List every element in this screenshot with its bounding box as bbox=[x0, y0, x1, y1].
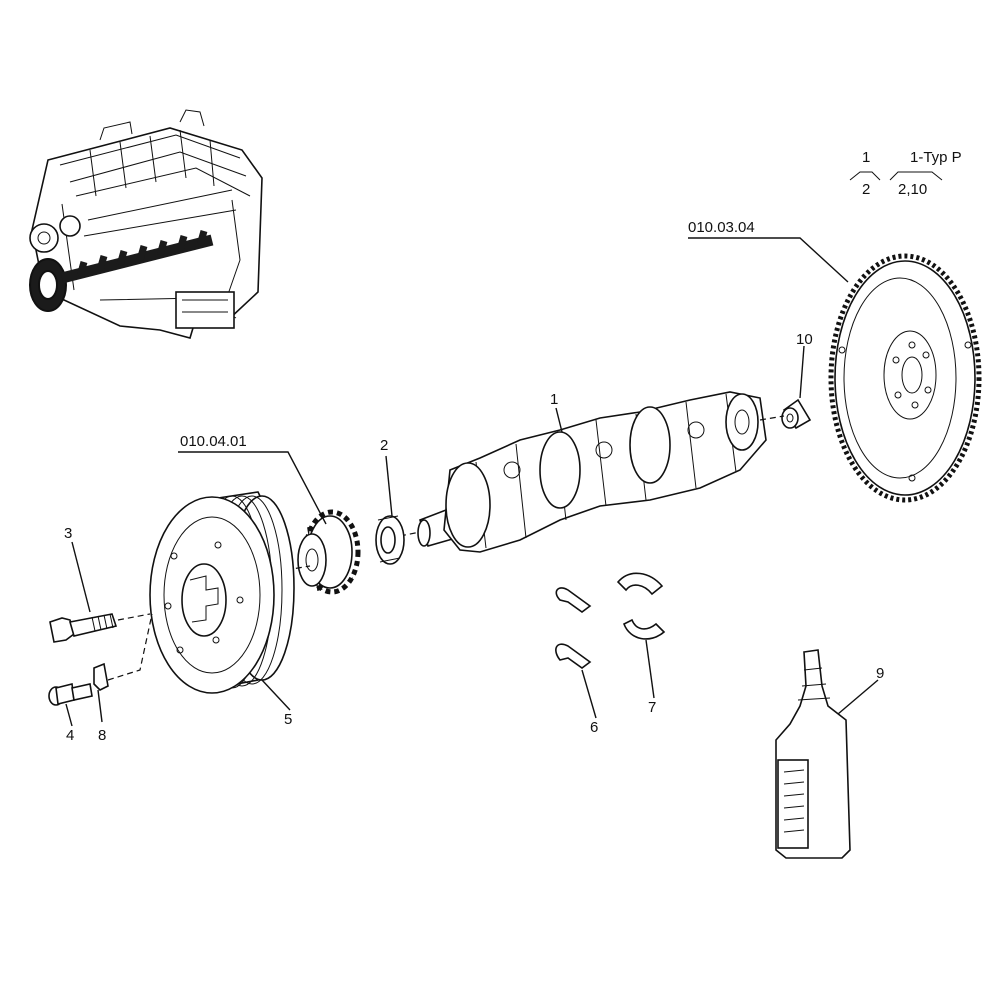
callout-crankshaft: 1 bbox=[550, 391, 558, 408]
engine-overview-illustration bbox=[29, 109, 263, 339]
callout-lock-plate: 8 bbox=[98, 727, 106, 744]
sealant-bottle bbox=[775, 649, 851, 859]
timing-sprocket bbox=[285, 509, 361, 595]
callout-bolt: 3 bbox=[64, 525, 72, 542]
leader-lines bbox=[65, 237, 879, 727]
legend: 1 1-Typ P 2 2,10 bbox=[849, 149, 962, 198]
lock-plate bbox=[93, 613, 153, 691]
callout-screw: 4 bbox=[66, 727, 74, 744]
thrust-washers bbox=[555, 587, 592, 669]
callout-sealant-bottle: 9 bbox=[876, 665, 884, 682]
crankshaft-pulley bbox=[149, 491, 295, 694]
legend-top-left: 1 bbox=[862, 149, 870, 166]
flywheel bbox=[828, 253, 982, 503]
callout-bearing-shells: 7 bbox=[648, 699, 656, 716]
callout-bushing: 10 bbox=[796, 331, 813, 348]
legend-bottom-left: 2 bbox=[862, 181, 870, 198]
main-bearing-shells bbox=[616, 572, 666, 640]
cap-screw bbox=[48, 683, 93, 706]
pilot-bushing bbox=[781, 398, 812, 430]
crankshaft bbox=[399, 391, 785, 553]
callout-pulley: 5 bbox=[284, 711, 292, 728]
pulley-bolt bbox=[49, 613, 151, 643]
callout-washer: 2 bbox=[380, 437, 388, 454]
legend-brace-right bbox=[889, 171, 943, 181]
flywheel-reference: 010.03.04 bbox=[688, 219, 755, 236]
spacer-ring bbox=[375, 515, 405, 565]
callout-thrust-washers: 6 bbox=[590, 719, 598, 736]
legend-brace-left bbox=[849, 171, 881, 181]
legend-bottom-right: 2,10 bbox=[898, 181, 927, 198]
legend-top-right: 1-Typ P bbox=[910, 149, 962, 166]
sprocket-reference: 010.04.01 bbox=[180, 433, 247, 450]
